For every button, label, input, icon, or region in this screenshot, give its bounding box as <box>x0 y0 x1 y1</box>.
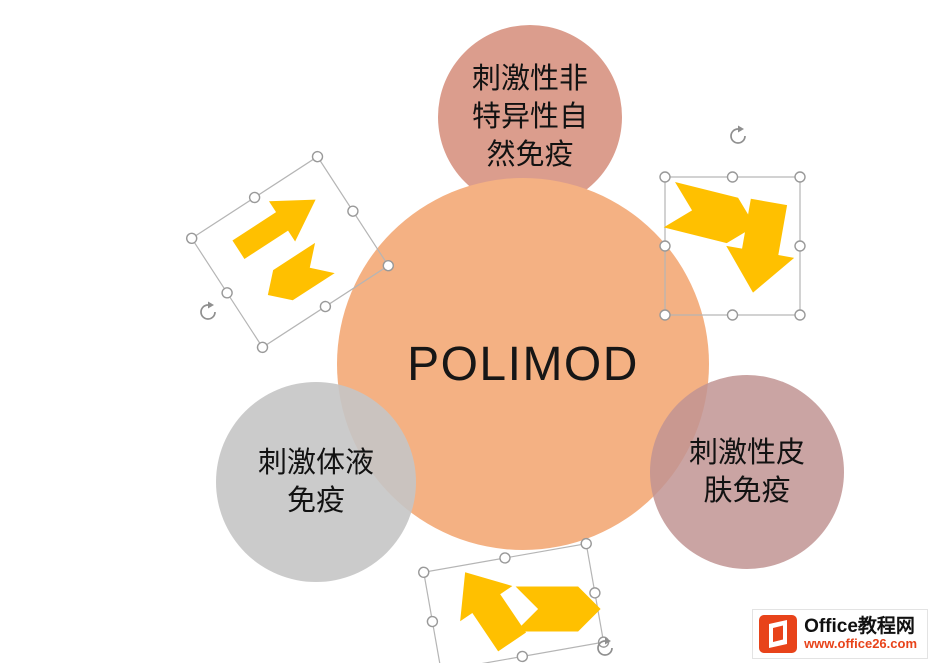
selection-handle[interactable] <box>726 309 739 321</box>
selection-handle[interactable] <box>318 300 332 314</box>
center-title: POLIMOD <box>407 337 639 391</box>
circle-bottom-left-satellite[interactable]: 刺激体液免疫 <box>216 382 416 582</box>
rotation-handle-icon[interactable] <box>597 637 613 656</box>
selection-handle[interactable] <box>659 171 671 183</box>
office-logo-icon <box>759 615 798 653</box>
selection-handle[interactable] <box>185 231 199 245</box>
selection-handle[interactable] <box>589 587 601 599</box>
rotation-handle-icon[interactable] <box>730 125 746 144</box>
selection-handle[interactable] <box>426 615 439 628</box>
watermark-site-name: Office教程网 <box>804 615 915 637</box>
selection-handle[interactable] <box>220 286 234 300</box>
circle-bottom-right-label: 刺激性皮肤免疫 <box>688 436 805 507</box>
arrow-group-bottom <box>418 537 613 663</box>
selection-handle[interactable] <box>418 566 430 579</box>
selection-handle[interactable] <box>580 537 592 550</box>
cycle-arrow-shape[interactable] <box>663 182 761 249</box>
selection-handle[interactable] <box>311 150 325 164</box>
selection-outline <box>190 155 390 349</box>
cycle-arrow-shape[interactable] <box>225 179 328 269</box>
selection-handle[interactable] <box>248 191 262 205</box>
selection-handle[interactable] <box>516 650 529 663</box>
watermark-url: www.office26.com <box>804 636 917 652</box>
arrow-group-top-left <box>185 150 395 354</box>
selection-handle[interactable] <box>499 552 511 564</box>
selection-handle[interactable] <box>659 240 671 252</box>
selection-handle[interactable] <box>381 259 395 273</box>
selection-handle[interactable] <box>659 309 671 321</box>
circle-top-label: 刺激性非特异性自然免疫 <box>471 62 588 172</box>
selection-handle[interactable] <box>794 309 806 321</box>
site-watermark: Office教程网 www.office26.com <box>752 609 928 659</box>
selection-handle[interactable] <box>256 340 270 354</box>
arrow-group-right <box>659 125 806 321</box>
circle-bottom-left-label: 刺激体液免疫 <box>257 446 374 517</box>
watermark-text: Office教程网 www.office26.com <box>804 616 917 653</box>
selection-handle[interactable] <box>794 240 806 252</box>
cycle-arrow-shape[interactable] <box>439 555 538 660</box>
selection-handle[interactable] <box>346 204 360 218</box>
cycle-arrow-shape[interactable] <box>258 242 335 310</box>
rotation-handle-icon[interactable] <box>200 301 216 320</box>
cycle-arrow-shape[interactable] <box>719 196 803 299</box>
selection-handle[interactable] <box>726 171 739 183</box>
selection-handle[interactable] <box>794 171 806 183</box>
circle-bottom-right-satellite[interactable]: 刺激性皮肤免疫 <box>650 375 844 569</box>
cycle-arrow-shape[interactable] <box>515 586 601 632</box>
